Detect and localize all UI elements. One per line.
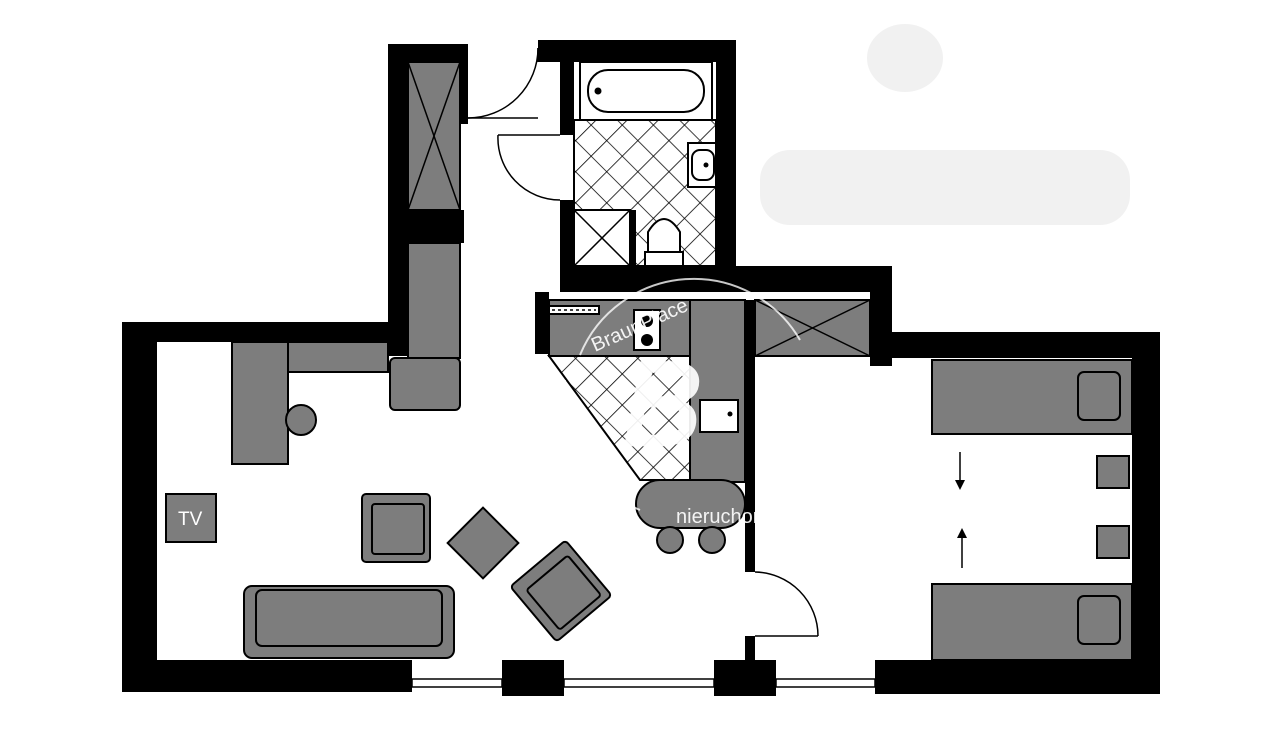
hall-wardrobe [389, 61, 461, 411]
sofa [243, 585, 455, 659]
bed-top [931, 359, 1133, 435]
toilet [644, 218, 684, 267]
bathtub [579, 61, 713, 121]
tv-label: TV [178, 509, 203, 530]
bathroom-door [497, 134, 561, 201]
windows [411, 678, 876, 688]
armchair-rotated [510, 540, 612, 642]
background-ghost-marks [760, 24, 1130, 225]
kitchen-sink [699, 399, 739, 433]
watermark-monogram: B [622, 337, 702, 471]
bed-arrows [955, 452, 967, 568]
bedroom-door [754, 571, 819, 637]
corridor-wardrobe [745, 299, 871, 357]
nightstands [1096, 455, 1130, 559]
tv-cabinet: TV [165, 493, 217, 543]
coffee-table [446, 506, 520, 580]
armchair [361, 493, 431, 563]
bed-bottom [931, 583, 1133, 661]
walls [122, 40, 1160, 696]
cooktop [633, 309, 661, 351]
shower-cabinet [573, 209, 636, 267]
entrance-door [467, 47, 539, 119]
washbasin [687, 142, 717, 188]
bar-counter [635, 479, 746, 554]
desk [231, 341, 389, 465]
watermark-sub-text: nieruchomości [676, 506, 805, 528]
